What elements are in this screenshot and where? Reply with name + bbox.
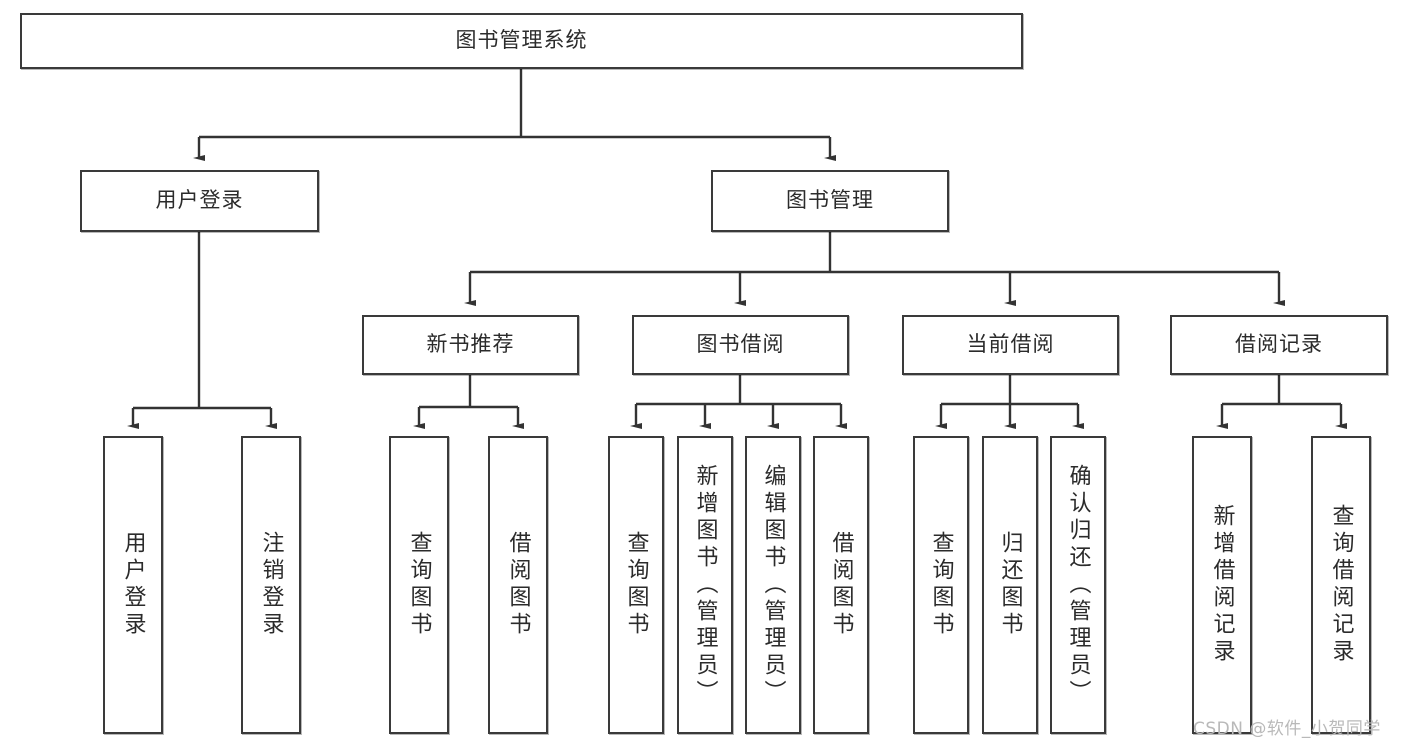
node-label: 归还图书 [997,531,1023,639]
node-label: 当前借阅 [966,332,1055,357]
leaf-user-login-signout[interactable]: 注销登录 [241,436,301,734]
leaf-bookborrow-add-book-admin[interactable]: 新增图书（管理员） [677,436,733,734]
node-label: 用户登录 [155,188,244,213]
node-label: 编辑图书（管理员） [760,463,786,707]
leaf-bookborrow-edit-book-admin[interactable]: 编辑图书（管理员） [745,436,801,734]
node-label: 注销登录 [258,531,284,639]
node-book-management[interactable]: 图书管理 [711,170,949,232]
node-label: 图书借阅 [696,332,785,357]
node-label: 新增借阅记录 [1209,504,1235,666]
node-label: 查询图书 [928,531,954,639]
leaf-newbook-query-books[interactable]: 查询图书 [389,436,449,734]
node-label: 借阅图书 [828,531,854,639]
leaf-borrowrecords-query-record[interactable]: 查询借阅记录 [1311,436,1371,734]
node-label: 图书管理系统 [455,28,588,53]
node-user-login[interactable]: 用户登录 [80,170,319,232]
leaf-user-login-signin[interactable]: 用户登录 [103,436,163,734]
leaf-borrowrecords-add-record[interactable]: 新增借阅记录 [1192,436,1252,734]
node-label: 用户登录 [120,531,146,639]
leaf-currentborrow-confirm-return-admin[interactable]: 确认归还（管理员） [1050,436,1106,734]
node-borrow-records[interactable]: 借阅记录 [1170,315,1388,375]
node-root-library-system[interactable]: 图书管理系统 [20,13,1023,69]
leaf-newbook-borrow-books[interactable]: 借阅图书 [488,436,548,734]
node-label: 查询图书 [406,531,432,639]
leaf-bookborrow-query-books[interactable]: 查询图书 [608,436,664,734]
node-label: 确认归还（管理员） [1065,463,1091,707]
node-label: 借阅图书 [505,531,531,639]
node-label: 图书管理 [786,188,874,213]
node-label: 查询借阅记录 [1328,504,1354,666]
leaf-currentborrow-return-books[interactable]: 归还图书 [982,436,1038,734]
node-new-book-recommend[interactable]: 新书推荐 [362,315,579,375]
leaf-currentborrow-query-books[interactable]: 查询图书 [913,436,969,734]
node-label: 新书推荐 [426,332,515,357]
node-label: 新增图书（管理员） [692,463,718,707]
node-current-borrow[interactable]: 当前借阅 [902,315,1119,375]
node-label: 查询图书 [623,531,649,639]
leaf-bookborrow-borrow-books[interactable]: 借阅图书 [813,436,869,734]
node-book-borrow[interactable]: 图书借阅 [632,315,849,375]
node-label: 借阅记录 [1235,332,1323,357]
